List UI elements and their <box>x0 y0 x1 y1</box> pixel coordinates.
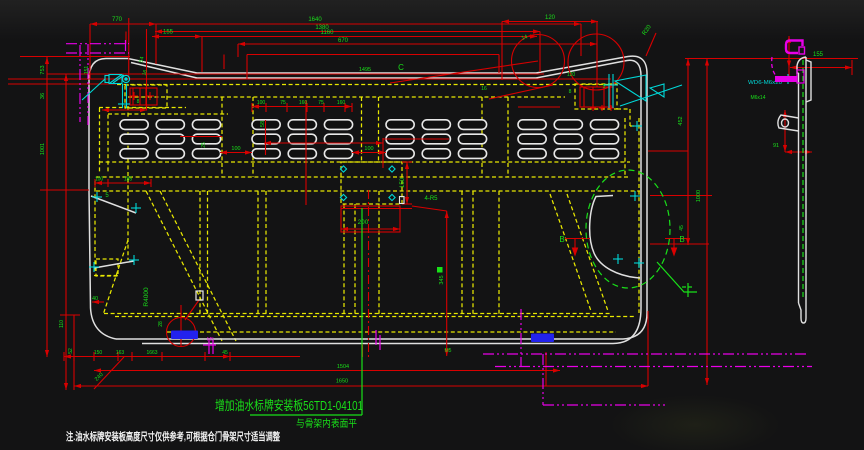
svg-text:160: 160 <box>337 100 346 106</box>
svg-text:注.油水标牌安装板高度尺寸仅供参考,可根据仓门骨架尺寸适当调: 注.油水标牌安装板高度尺寸仅供参考,可根据仓门骨架尺寸适当调整 <box>66 430 280 443</box>
svg-text:120: 120 <box>567 72 576 78</box>
svg-text:100: 100 <box>231 146 240 152</box>
svg-text:25: 25 <box>201 142 207 148</box>
svg-text:91: 91 <box>773 143 779 149</box>
svg-text:45: 45 <box>679 225 685 231</box>
svg-text:16: 16 <box>141 69 148 76</box>
svg-text:120: 120 <box>545 15 556 21</box>
svg-text:110: 110 <box>59 320 65 328</box>
svg-text:155: 155 <box>813 52 824 58</box>
svg-text:452: 452 <box>678 116 684 125</box>
svg-text:160: 160 <box>299 100 308 106</box>
svg-text:R20: R20 <box>642 24 654 37</box>
svg-text:5: 5 <box>603 84 606 90</box>
svg-text:185: 185 <box>124 177 133 183</box>
svg-text:1160: 1160 <box>321 30 335 36</box>
svg-text:100: 100 <box>364 146 373 152</box>
svg-text:M5: M5 <box>207 337 214 343</box>
svg-text:1495: 1495 <box>359 67 371 73</box>
svg-text:增加油水标牌安装板56TD1-04101: 增加油水标牌安装板56TD1-04101 <box>215 398 363 413</box>
svg-text:14: 14 <box>521 34 529 42</box>
svg-text:5: 5 <box>105 193 109 199</box>
svg-text:150: 150 <box>400 177 406 188</box>
svg-text:54: 54 <box>138 56 145 63</box>
svg-text:163: 163 <box>116 350 125 356</box>
svg-text:75: 75 <box>318 100 324 106</box>
svg-text:345: 345 <box>439 275 445 284</box>
svg-text:200: 200 <box>358 219 369 226</box>
svg-text:1650: 1650 <box>336 379 348 385</box>
svg-text:58: 58 <box>260 121 266 127</box>
svg-text:75: 75 <box>280 100 286 106</box>
svg-text:1640: 1640 <box>308 17 322 23</box>
svg-text:1380: 1380 <box>315 25 329 31</box>
svg-text:1001: 1001 <box>40 143 46 155</box>
svg-text:M5: M5 <box>445 348 452 354</box>
svg-text:8: 8 <box>569 89 572 95</box>
svg-text:1000: 1000 <box>696 190 702 202</box>
svg-text:28: 28 <box>158 321 164 327</box>
svg-text:40: 40 <box>92 296 98 302</box>
svg-text:C: C <box>398 63 404 72</box>
svg-text:B: B <box>679 235 684 244</box>
svg-text:100: 100 <box>257 100 266 106</box>
svg-text:150: 150 <box>94 350 103 356</box>
svg-text:16: 16 <box>481 86 487 92</box>
svg-text:36: 36 <box>40 93 46 99</box>
svg-text:670: 670 <box>338 38 349 44</box>
svg-text:B: B <box>559 235 564 244</box>
svg-text:4-R5: 4-R5 <box>424 196 438 202</box>
svg-text:8: 8 <box>137 99 140 105</box>
svg-text:1663: 1663 <box>146 350 157 356</box>
svg-text:240: 240 <box>94 372 105 383</box>
svg-text:与骨架内表面平: 与骨架内表面平 <box>296 417 357 430</box>
svg-text:155: 155 <box>163 30 174 36</box>
svg-text:R4000: R4000 <box>143 287 150 307</box>
svg-text:770: 770 <box>112 17 123 23</box>
svg-text:M6x14: M6x14 <box>750 95 765 101</box>
svg-text:151: 151 <box>84 66 90 75</box>
svg-text:100: 100 <box>95 177 104 183</box>
svg-text:WD6-M6x20: WD6-M6x20 <box>748 80 782 86</box>
svg-text:753: 753 <box>40 65 46 74</box>
svg-text:52: 52 <box>68 348 74 354</box>
svg-text:1504: 1504 <box>337 364 349 370</box>
svg-text:45: 45 <box>222 350 228 356</box>
